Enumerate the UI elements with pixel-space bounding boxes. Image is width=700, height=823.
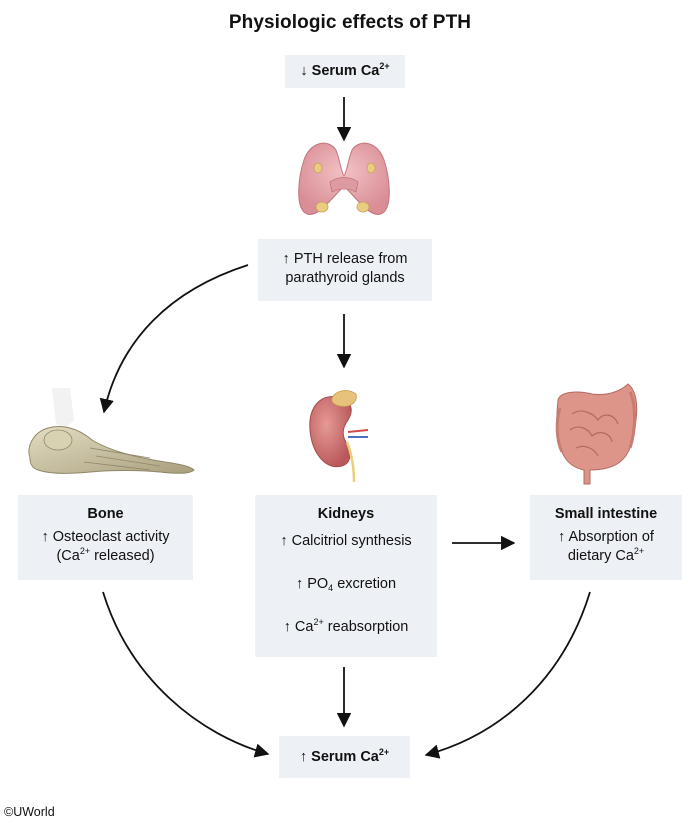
arrow-intestine-to-result [424, 591, 591, 759]
bone-line-1: ↑ Osteoclast activity [41, 529, 170, 546]
bone-heading: Bone [87, 506, 124, 522]
trigger-charge: 2+ [379, 61, 390, 71]
intestine-icon [555, 383, 638, 485]
kidneys-item-calcium: ↑ Ca2+ reabsorption [283, 617, 409, 636]
intestine-line-1: ↑ Absorption of [558, 529, 654, 546]
parathyroid-gland-icon [298, 142, 390, 215]
foot-bone-icon [28, 388, 195, 474]
result-text: Serum Ca [311, 749, 379, 765]
result-charge: 2+ [378, 747, 390, 757]
kidney-icon [309, 390, 369, 483]
kidneys-item-calcitriol: ↑ Calcitriol synthesis [280, 533, 412, 550]
copyright-notice: ©UWorld [4, 805, 55, 819]
kidneys-box: Kidneys ↑ Calcitriol synthesis ↑ PO4 exc… [255, 495, 437, 657]
up-arrow-symbol: ↑ [299, 749, 308, 765]
bone-box: Bone ↑ Osteoclast activity (Ca2+ release… [18, 495, 193, 580]
pth-line-2: parathyroid glands [285, 270, 405, 287]
intestine-heading: Small intestine [554, 506, 658, 522]
down-arrow-symbol: ↓ [300, 63, 308, 79]
pth-release-box: ↑ PTH release from parathyroid glands [258, 239, 432, 301]
kidneys-item-phosphate: ↑ PO4 excretion [295, 576, 397, 594]
pth-line-1: ↑ PTH release from [282, 251, 408, 267]
intestine-line-2: dietary Ca2+ [567, 546, 645, 565]
bone-line-2: (Ca2+ released) [56, 546, 155, 565]
diagram-title: Physiologic effects of PTH [228, 12, 472, 33]
arrow-pth-to-bone [99, 264, 249, 414]
trigger-text: Serum Ca [311, 63, 380, 79]
small-intestine-box: Small intestine ↑ Absorption of dietary … [530, 495, 682, 580]
arrow-bone-to-result [102, 591, 270, 758]
kidneys-heading: Kidneys [317, 506, 375, 522]
serum-calcium-low-box: ↓ Serum Ca2+ [285, 55, 405, 88]
serum-calcium-high-box: ↑ Serum Ca2+ [279, 736, 410, 778]
